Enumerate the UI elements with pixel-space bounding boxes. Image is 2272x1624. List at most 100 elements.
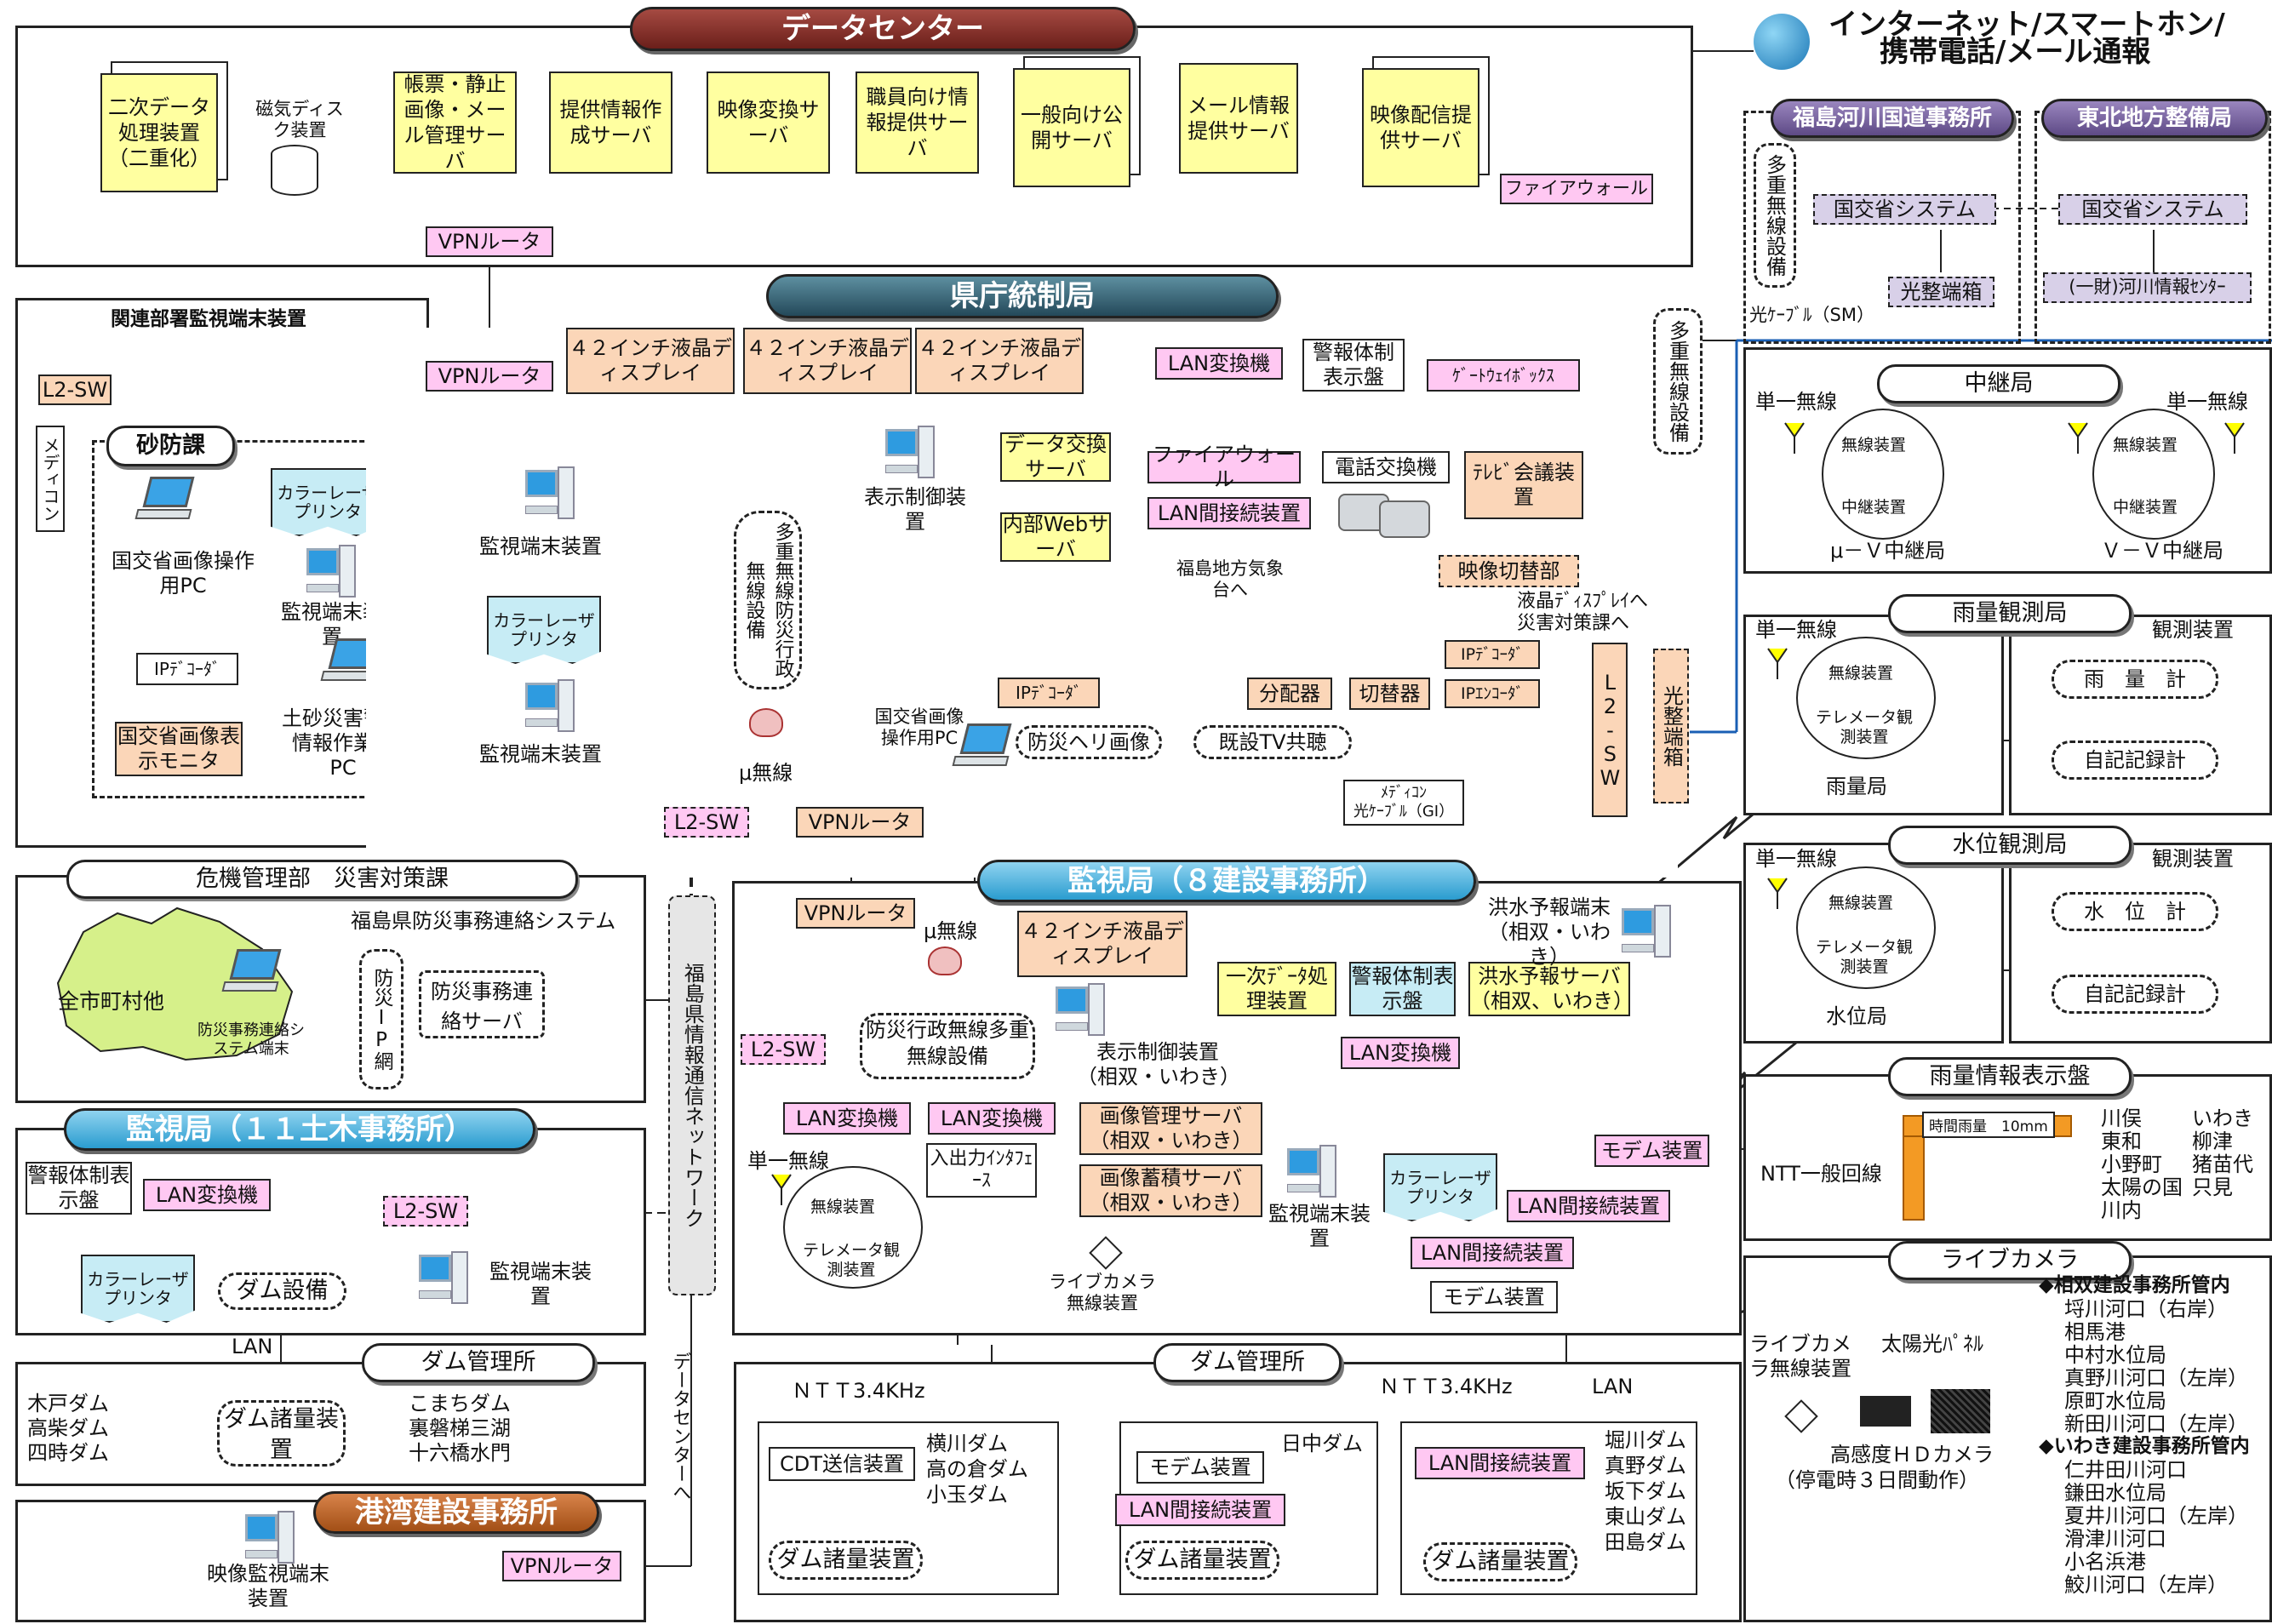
- dam-right-lan-if[interactable]: LAN間接続装置: [1115, 1494, 1285, 1526]
- kanshi8-modem[interactable]: モデム装置: [1594, 1135, 1709, 1167]
- kencho-lan-converter[interactable]: LAN変換機: [1155, 347, 1283, 380]
- kanshi8-lan-if1[interactable]: LAN間接続装置: [1507, 1190, 1670, 1222]
- info-create-server[interactable]: 提供情報作成サーバ: [549, 71, 677, 191]
- kanshi11-lan[interactable]: LAN変換機: [143, 1179, 271, 1211]
- kanshi11-printer-label: カラーレーザプリンタ: [83, 1270, 193, 1307]
- iwaki-3: 滑津川河口: [2064, 1527, 2166, 1552]
- iwaki-0: 仁井田川河口: [2064, 1458, 2187, 1483]
- kencho-lan-if[interactable]: LAN間接続装置: [1147, 497, 1311, 529]
- laptop-icon: [223, 949, 283, 995]
- kencho-tv-share[interactable]: 既設TV共聴: [1193, 725, 1352, 759]
- kencho-vpn-router[interactable]: VPNルータ: [426, 361, 553, 392]
- kencho-data-exchange[interactable]: データ交換サーバ: [1000, 432, 1111, 482]
- pc-icon: [525, 679, 576, 739]
- kowan-vpn[interactable]: VPNルータ: [502, 1551, 621, 1581]
- kanshi8-keihou[interactable]: 警報体制表示盤: [1349, 962, 1456, 1016]
- kanshi11-printer[interactable]: カラーレーザプリンタ: [81, 1255, 195, 1323]
- datacenter-vpn-router[interactable]: VPNルータ: [426, 226, 553, 257]
- dam-right-equip3[interactable]: ダム諸量装置: [1423, 1542, 1577, 1581]
- kanren-l2sw[interactable]: L2-SW: [38, 375, 112, 405]
- video-distribution-server[interactable]: 映像配信提供サーバ: [1362, 56, 1490, 192]
- video-convert-server[interactable]: 映像変換サーバ: [707, 71, 834, 191]
- kanshi11-keihou[interactable]: 警報体制表示盤: [26, 1162, 132, 1215]
- pc-icon: [1056, 983, 1107, 1043]
- kanren-mediacon[interactable]: メディコン: [36, 426, 65, 532]
- kanshi8-kozui[interactable]: 洪水予報サーバ（相双、いわき）: [1468, 962, 1630, 1016]
- kencho-exchange[interactable]: 電話交換機: [1322, 451, 1450, 483]
- dam-right-lan-if3[interactable]: LAN間接続装置: [1415, 1447, 1585, 1479]
- right-multi-radio[interactable]: 多重無線設備: [1754, 143, 1796, 288]
- kencho-printer[interactable]: カラーレーザプリンタ: [487, 596, 601, 664]
- kanshi8-io[interactable]: 入出力ｲﾝﾀﾌｪｰｽ: [926, 1143, 1037, 1198]
- uryo-jiki[interactable]: 自記記録計: [2052, 741, 2218, 780]
- kanshi8-l2sw[interactable]: L2-SW: [741, 1034, 826, 1065]
- kencho-mediacon-gi-2: 光ｹｰﾌﾞﾙ（GI）: [1353, 803, 1454, 821]
- kanshi8-lan-if2[interactable]: LAN間接続装置: [1411, 1237, 1574, 1269]
- kanshi8-img-mgmt[interactable]: 画像管理サーバ（相双・いわき）: [1079, 1102, 1262, 1155]
- place-a-0: 川俣: [2101, 1106, 2142, 1131]
- kencho-display-1[interactable]: ４２インチ液晶ディスプレイ: [566, 328, 735, 394]
- kencho-ipdec2[interactable]: IPﾃﾞｺｰﾀﾞ: [1445, 640, 1540, 669]
- kencho-display-3[interactable]: ４２インチ液晶ディスプレイ: [915, 328, 1084, 394]
- kanren-ipdecoder[interactable]: IPﾃﾞｺｰﾀﾞ: [136, 653, 238, 685]
- kencho-hikari-tan[interactable]: 光整端箱: [1653, 649, 1689, 803]
- kencho-gateway[interactable]: ｹﾞｰﾄｳｪｲﾎﾞｯｸｽ: [1427, 359, 1580, 392]
- right-kokudo-sys[interactable]: 国交省システム: [1813, 194, 1996, 225]
- kanshi8-lan2[interactable]: LAN変換機: [928, 1102, 1056, 1135]
- kencho-ipdec[interactable]: IPﾃﾞｺｰﾀﾞ: [998, 678, 1100, 708]
- kencho-bousai-radio[interactable]: 多重無線防災行政無線設備: [734, 511, 802, 689]
- dam-right-equip2[interactable]: ダム諸量装置: [1125, 1541, 1279, 1580]
- staff-info-server[interactable]: 職員向け情報提供サーバ: [856, 71, 983, 191]
- dam-left-title: ダム管理所: [362, 1343, 595, 1382]
- kanshi11-l2sw[interactable]: L2-SW: [383, 1196, 468, 1227]
- secondary-data-server[interactable]: 二次データ処理装置（二重化）: [100, 61, 228, 197]
- kencho-keihou[interactable]: 警報体制表示盤: [1302, 339, 1405, 392]
- datacenter-firewall[interactable]: ファイアウォール: [1500, 174, 1653, 204]
- kanshi8-bousai[interactable]: 防災行政無線多重無線設備: [860, 1013, 1035, 1079]
- kencho-kirikae[interactable]: 切替器: [1349, 678, 1430, 710]
- dam-right-equip1[interactable]: ダム諸量装置: [769, 1541, 923, 1580]
- dam-right-cdt[interactable]: CDT送信装置: [769, 1447, 915, 1481]
- right-hikari[interactable]: 光整端箱: [1888, 277, 1994, 307]
- place-b-1: 柳津: [2192, 1129, 2233, 1154]
- kanshi8-modem2[interactable]: モデム装置: [1430, 1281, 1558, 1313]
- dam-right-modem[interactable]: モデム装置: [1136, 1451, 1264, 1484]
- kencho-heli[interactable]: 防災ヘリ画像: [1016, 725, 1162, 759]
- kencho-splitter[interactable]: 分配器: [1247, 678, 1332, 710]
- kencho-web-server[interactable]: 内部Webサーバ: [1000, 512, 1111, 562]
- right-kasen[interactable]: (一財)河川情報ｾﾝﾀｰ: [2043, 272, 2252, 303]
- sousou-0: 埒川河口（右岸）: [2064, 1297, 2228, 1322]
- kanshi8-display[interactable]: ４２インチ液晶ディスプレイ: [1017, 911, 1188, 977]
- suii-kei[interactable]: 水 位 計: [2052, 892, 2218, 931]
- kanshi8-lan3[interactable]: LAN変換機: [1341, 1037, 1460, 1069]
- report-server[interactable]: 帳票・静止画像・メール管理サーバ: [393, 71, 521, 191]
- uryo-kei[interactable]: 雨 量 計: [2052, 660, 2218, 699]
- kencho-mediacon-gi[interactable]: ﾒﾃﾞｨｺﾝ 光ｹｰﾌﾞﾙ（GI）: [1343, 780, 1464, 826]
- kiki-ipnet[interactable]: 防災IP網: [359, 949, 403, 1089]
- kanren-monitor[interactable]: 国交省画像表示モニタ: [115, 722, 243, 776]
- public-server[interactable]: 一般向け公開サーバ: [1013, 56, 1141, 192]
- kanshi8-vpn[interactable]: VPNルータ: [796, 898, 915, 929]
- kencho-multi-radio[interactable]: 多重無線設備: [1653, 308, 1703, 455]
- kanshi8-printer[interactable]: カラーレーザプリンタ: [1383, 1153, 1497, 1221]
- backbone-vpn[interactable]: VPNルータ: [796, 807, 924, 838]
- dam-left-equip[interactable]: ダム諸量装置: [217, 1400, 346, 1467]
- dam-right-dams3-1: 真野ダム: [1605, 1454, 1686, 1478]
- kanshi8-lan1[interactable]: LAN変換機: [783, 1102, 911, 1135]
- kencho-tv-conf[interactable]: ﾃﾚﾋﾞ会議装置: [1464, 451, 1583, 519]
- kiki-server[interactable]: 防災事務連絡サーバ: [419, 970, 545, 1038]
- kanshi8-img-store[interactable]: 画像蓄積サーバ（相双・いわき）: [1079, 1164, 1262, 1217]
- backbone-l2sw[interactable]: L2-SW: [664, 807, 749, 838]
- right-kokudo-sys-2[interactable]: 国交省システム: [2058, 194, 2247, 225]
- backbone-to-dc: データセンターへ: [668, 1352, 690, 1501]
- mail-server[interactable]: メール情報提供サーバ: [1179, 63, 1307, 191]
- chukei-tanichi-l: 単一無線: [1755, 390, 1837, 415]
- kencho-display-2[interactable]: ４２インチ液晶ディスプレイ: [743, 328, 912, 394]
- kencho-firewall[interactable]: ファイアウォール: [1147, 451, 1301, 483]
- kencho-switcher[interactable]: 映像切替部: [1439, 555, 1579, 587]
- kanshi8-ichiji[interactable]: 一次ﾃﾞｰﾀ処理装置: [1217, 962, 1336, 1016]
- kencho-l2sw[interactable]: L2-SW: [1592, 643, 1628, 817]
- kanshi11-dam[interactable]: ダム設備: [218, 1272, 346, 1310]
- suii-jiki[interactable]: 自記記録計: [2052, 975, 2218, 1014]
- kencho-ipenc[interactable]: IPｴﾝｺｰﾀﾞ: [1445, 679, 1540, 708]
